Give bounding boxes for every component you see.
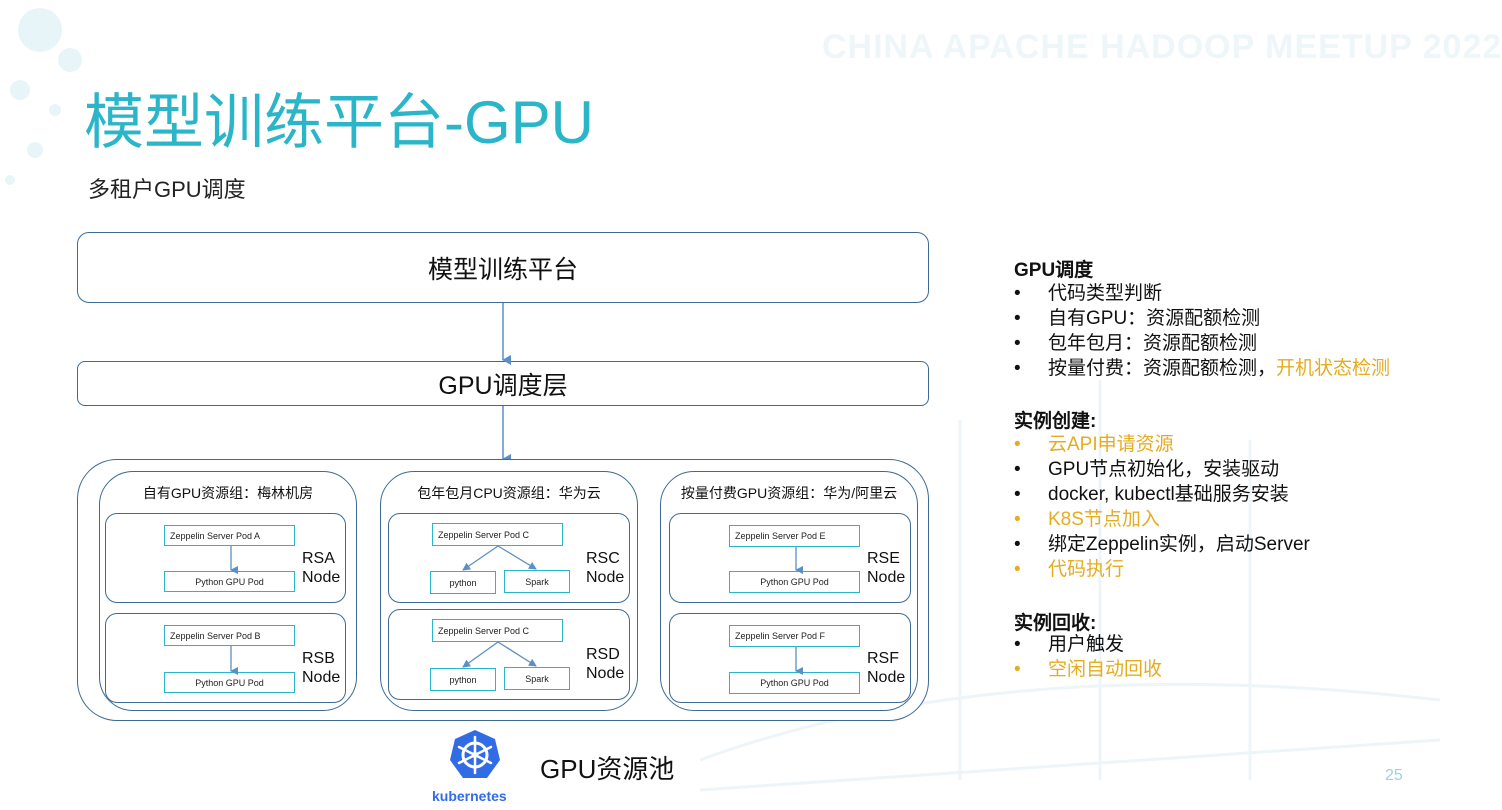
platform-box: 模型训练平台 <box>77 232 929 303</box>
flow-arrows <box>502 303 511 464</box>
section-heading: 实例回收: <box>1014 613 1097 634</box>
list-item: 云API申请资源 <box>1014 432 1310 457</box>
gpu-pool-label: GPU资源池 <box>540 754 675 784</box>
section-heading: 实例创建: <box>1014 411 1097 432</box>
list-item: 按量付费：资源配额检测，开机状态检测 <box>1014 356 1390 381</box>
group-label: 自有GPU资源组：梅林机房 <box>142 485 314 501</box>
instance-creation-list: 云API申请资源 GPU节点初始化，安装驱动 docker, kubectl基础… <box>1014 432 1310 582</box>
section-heading: GPU调度 <box>1014 260 1094 281</box>
zeppelin-server-pod: Zeppelin Server Pod A <box>164 525 295 546</box>
zeppelin-server-pod: Zeppelin Server Pod C <box>432 619 563 642</box>
python-pod: python <box>430 668 496 691</box>
list-item: GPU节点初始化，安装驱动 <box>1014 457 1310 482</box>
list-item: 代码类型判断 <box>1014 281 1390 306</box>
slide-subtitle: 多租户GPU调度 <box>88 177 246 202</box>
python-gpu-pod: Python GPU Pod <box>164 571 295 592</box>
python-gpu-pod: Python GPU Pod <box>164 672 295 693</box>
slide-title: 模型训练平台-GPU <box>84 89 594 156</box>
scheduler-box: GPU调度层 <box>77 361 929 406</box>
group-label: 包年包月CPU资源组：华为云 <box>417 485 601 501</box>
gpu-scheduling-list: 代码类型判断 自有GPU：资源配额检测 包年包月：资源配额检测 按量付费：资源配… <box>1014 281 1390 381</box>
pod-arrows <box>230 545 803 675</box>
zeppelin-server-pod: Zeppelin Server Pod F <box>729 625 860 647</box>
python-gpu-pod: Python GPU Pod <box>729 571 860 593</box>
pod-arrow <box>462 545 499 571</box>
pod-arrow <box>497 641 537 667</box>
page-number: 25 <box>1385 767 1403 784</box>
pod-arrow <box>497 545 537 570</box>
list-item: K8S节点加入 <box>1014 507 1310 532</box>
list-item: 自有GPU：资源配额检测 <box>1014 306 1390 331</box>
kubernetes-logo-icon <box>450 730 500 778</box>
instance-recycle-list: 用户触发 空闲自动回收 <box>1014 632 1162 682</box>
list-item: 包年包月：资源配额检测 <box>1014 331 1390 356</box>
python-pod: python <box>430 571 496 594</box>
event-watermark: CHINA APACHE HADOOP MEETUP 2022 <box>822 28 1502 66</box>
list-item: 空闲自动回收 <box>1014 657 1162 682</box>
kubernetes-logo-text: kubernetes <box>432 788 507 804</box>
list-item: 代码执行 <box>1014 557 1310 582</box>
spark-pod: Spark <box>504 667 570 690</box>
zeppelin-server-pod: Zeppelin Server Pod C <box>432 523 563 546</box>
list-item: 绑定Zeppelin实例，启动Server <box>1014 532 1310 557</box>
zeppelin-server-pod: Zeppelin Server Pod B <box>164 625 295 646</box>
spark-pod: Spark <box>504 570 570 593</box>
python-gpu-pod: Python GPU Pod <box>729 672 860 694</box>
list-item: docker, kubectl基础服务安装 <box>1014 482 1310 507</box>
list-item: 用户触发 <box>1014 632 1162 657</box>
group-label: 按量付费GPU资源组：华为/阿里云 <box>680 485 898 501</box>
zeppelin-server-pod: Zeppelin Server Pod E <box>729 525 860 547</box>
pod-arrow <box>462 641 499 668</box>
